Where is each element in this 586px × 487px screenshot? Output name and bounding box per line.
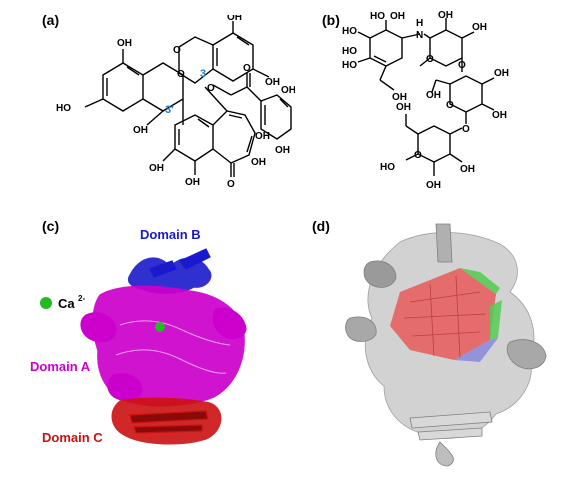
atom: O — [173, 45, 181, 56]
atom: OH — [494, 68, 509, 79]
atom: OH — [472, 22, 487, 33]
ring-benzo — [174, 114, 214, 162]
atom: HO — [342, 60, 357, 71]
ring-sugar-3 — [417, 125, 451, 163]
atom: N — [416, 30, 423, 41]
panel-a-label: (a) — [42, 12, 60, 28]
atom: O — [207, 83, 215, 94]
atom: OH — [227, 15, 242, 23]
domain-c-ribbon — [111, 397, 222, 445]
domain-b-label: Domain B — [140, 227, 201, 242]
stereo-3-prime-label: 3′ — [165, 104, 174, 116]
atom: O — [426, 54, 434, 65]
atom: OH — [117, 38, 132, 49]
atom: OH — [460, 164, 475, 175]
domain-a-label: Domain A — [30, 359, 91, 374]
atom: HO — [370, 11, 385, 22]
domain-c-label: Domain C — [42, 430, 103, 445]
protein-binding-pocket — [345, 223, 547, 467]
atom: OH — [251, 157, 266, 168]
calcium-ion-legend — [40, 297, 52, 309]
atom: OH — [281, 85, 295, 96]
atom: OH — [185, 177, 200, 188]
ring-galloyl — [260, 94, 292, 140]
protein-domain-ribbon: Ca 2- Domain B Domain A Domain C — [30, 227, 247, 445]
atom: HO — [56, 103, 71, 114]
ring-c-left — [142, 62, 184, 112]
atom: OH — [438, 10, 453, 21]
panel-b-label: (b) — [322, 12, 340, 28]
ring-a-left — [102, 62, 144, 112]
atom: HO — [342, 46, 357, 57]
atom: OH — [275, 145, 290, 156]
atom: OH — [255, 131, 270, 142]
atom: O — [177, 69, 185, 80]
ion-label: Ca — [58, 296, 75, 311]
atom: OH — [390, 11, 405, 22]
panel-c-label: (c) — [42, 218, 60, 234]
atom: O — [243, 63, 251, 74]
ring-sugar-2 — [449, 75, 483, 113]
atom: O — [446, 100, 454, 111]
atom: OH — [265, 77, 280, 88]
atom: OH — [426, 180, 441, 191]
atom: OH — [426, 90, 441, 101]
domain-a-ribbon — [80, 285, 247, 407]
atom: OH — [396, 102, 411, 113]
ion-charge: 2- — [78, 294, 85, 303]
atom: OH — [492, 110, 507, 121]
theaflavin-gallate-structure: OH HO O OH OH OH O O O O OH OH OH OH OH … — [56, 15, 295, 190]
atom: O — [227, 179, 235, 190]
calcium-ion-bound — [155, 322, 165, 332]
atom: OH — [133, 125, 148, 136]
panel-d-label: (d) — [312, 218, 330, 234]
atom: H — [416, 18, 423, 29]
stereo-3-label: 3 — [200, 68, 206, 80]
atom: O — [414, 150, 422, 161]
atom: HO — [342, 26, 357, 37]
atom: O — [462, 124, 470, 135]
atom: OH — [392, 92, 407, 103]
atom: OH — [149, 163, 164, 174]
ring-tropolone — [212, 110, 256, 164]
ring-c-right — [178, 36, 214, 84]
ring-valienamine — [369, 29, 403, 67]
acarbose-structure: HO OH HO HO HO H N OH OH OH O O OH OH O … — [342, 10, 509, 191]
binding-pocket-surface — [390, 268, 502, 362]
atom: O — [458, 60, 466, 71]
atom: HO — [380, 162, 395, 173]
